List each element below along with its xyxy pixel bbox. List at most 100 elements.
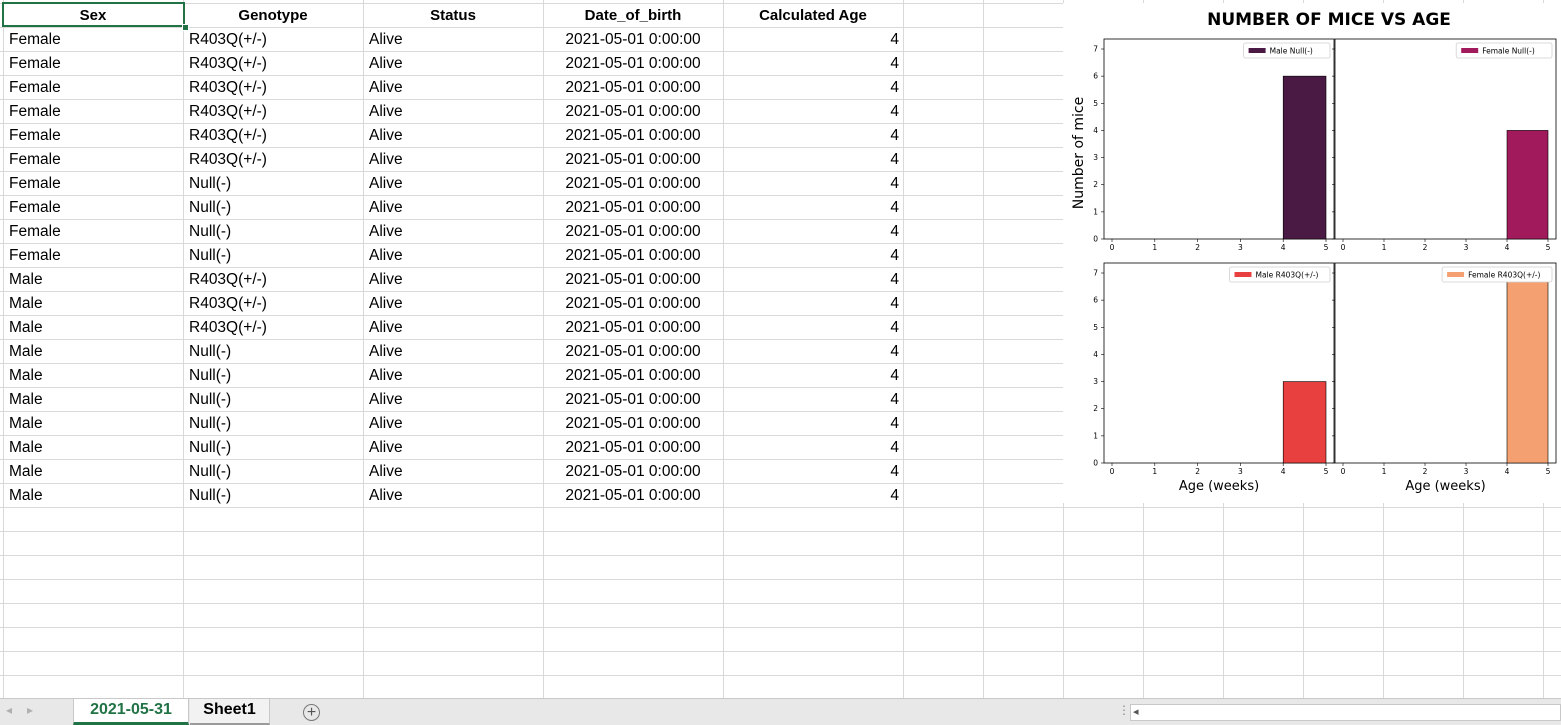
cell-sex[interactable]: Female: [9, 31, 61, 48]
cell-date-of-birth[interactable]: 2021-05-01 0:00:00: [565, 55, 701, 72]
header-cell-sex[interactable]: Sex: [79, 7, 107, 24]
cell-calculated-age[interactable]: 4: [890, 175, 899, 192]
cell-sex[interactable]: Female: [9, 79, 61, 96]
cell-genotype[interactable]: Null(-): [189, 247, 232, 264]
cell-sex[interactable]: Male: [9, 391, 43, 408]
prev-sheet-icon[interactable]: ◂: [6, 703, 13, 717]
cell-genotype[interactable]: R403Q(+/-): [189, 295, 267, 312]
cell-status[interactable]: Alive: [369, 151, 403, 168]
cell-genotype[interactable]: R403Q(+/-): [189, 31, 267, 48]
tab-sheet1[interactable]: Sheet1: [190, 699, 270, 725]
cell-date-of-birth[interactable]: 2021-05-01 0:00:00: [565, 247, 701, 264]
cell-sex[interactable]: Male: [9, 487, 43, 504]
cell-date-of-birth[interactable]: 2021-05-01 0:00:00: [565, 151, 701, 168]
cell-date-of-birth[interactable]: 2021-05-01 0:00:00: [565, 319, 701, 336]
cell-sex[interactable]: Female: [9, 151, 61, 168]
cell-calculated-age[interactable]: 4: [890, 247, 899, 264]
cell-date-of-birth[interactable]: 2021-05-01 0:00:00: [565, 127, 701, 144]
cell-genotype[interactable]: Null(-): [189, 367, 232, 384]
cell-status[interactable]: Alive: [369, 463, 403, 480]
cell-status[interactable]: Alive: [369, 295, 403, 312]
cell-calculated-age[interactable]: 4: [890, 31, 899, 48]
cell-status[interactable]: Alive: [369, 343, 403, 360]
cell-genotype[interactable]: R403Q(+/-): [189, 79, 267, 96]
cell-status[interactable]: Alive: [369, 367, 403, 384]
cell-genotype[interactable]: R403Q(+/-): [189, 271, 267, 288]
cell-sex[interactable]: Female: [9, 199, 61, 216]
cell-date-of-birth[interactable]: 2021-05-01 0:00:00: [565, 31, 701, 48]
cell-date-of-birth[interactable]: 2021-05-01 0:00:00: [565, 391, 701, 408]
header-cell-status[interactable]: Status: [430, 7, 476, 24]
cell-status[interactable]: Alive: [369, 31, 403, 48]
scroll-left-icon[interactable]: ◂: [1133, 706, 1139, 718]
cell-sex[interactable]: Female: [9, 223, 61, 240]
cell-date-of-birth[interactable]: 2021-05-01 0:00:00: [565, 79, 701, 96]
cell-date-of-birth[interactable]: 2021-05-01 0:00:00: [565, 199, 701, 216]
cell-date-of-birth[interactable]: 2021-05-01 0:00:00: [565, 223, 701, 240]
cell-date-of-birth[interactable]: 2021-05-01 0:00:00: [565, 271, 701, 288]
cell-sex[interactable]: Male: [9, 295, 43, 312]
cell-calculated-age[interactable]: 4: [890, 439, 899, 456]
cell-date-of-birth[interactable]: 2021-05-01 0:00:00: [565, 367, 701, 384]
cell-calculated-age[interactable]: 4: [890, 55, 899, 72]
cell-calculated-age[interactable]: 4: [890, 223, 899, 240]
cell-genotype[interactable]: Null(-): [189, 487, 232, 504]
cell-genotype[interactable]: Null(-): [189, 199, 232, 216]
cell-calculated-age[interactable]: 4: [890, 79, 899, 96]
cell-genotype[interactable]: R403Q(+/-): [189, 319, 267, 336]
cell-genotype[interactable]: R403Q(+/-): [189, 103, 267, 120]
cell-status[interactable]: Alive: [369, 103, 403, 120]
cell-calculated-age[interactable]: 4: [890, 271, 899, 288]
cell-sex[interactable]: Male: [9, 439, 43, 456]
cell-sex[interactable]: Male: [9, 343, 43, 360]
cell-genotype[interactable]: Null(-): [189, 343, 232, 360]
cell-sex[interactable]: Male: [9, 271, 43, 288]
cell-sex[interactable]: Female: [9, 175, 61, 192]
cell-status[interactable]: Alive: [369, 175, 403, 192]
cell-calculated-age[interactable]: 4: [890, 463, 899, 480]
cell-calculated-age[interactable]: 4: [890, 151, 899, 168]
cell-calculated-age[interactable]: 4: [890, 487, 899, 504]
cell-status[interactable]: Alive: [369, 271, 403, 288]
plus-circle-icon[interactable]: +: [303, 704, 320, 721]
active-cell-selection[interactable]: [2, 2, 185, 27]
cell-genotype[interactable]: Null(-): [189, 415, 232, 432]
cell-calculated-age[interactable]: 4: [890, 295, 899, 312]
cell-genotype[interactable]: Null(-): [189, 439, 232, 456]
cell-date-of-birth[interactable]: 2021-05-01 0:00:00: [565, 463, 701, 480]
cell-date-of-birth[interactable]: 2021-05-01 0:00:00: [565, 487, 701, 504]
cell-status[interactable]: Alive: [369, 487, 403, 504]
tab-2021-05-31[interactable]: 2021-05-31: [73, 699, 189, 725]
header-cell-calculated-age[interactable]: Calculated Age: [759, 7, 867, 24]
cell-status[interactable]: Alive: [369, 79, 403, 96]
cell-calculated-age[interactable]: 4: [890, 103, 899, 120]
cell-calculated-age[interactable]: 4: [890, 319, 899, 336]
cell-date-of-birth[interactable]: 2021-05-01 0:00:00: [565, 415, 701, 432]
cell-status[interactable]: Alive: [369, 439, 403, 456]
cell-sex[interactable]: Female: [9, 127, 61, 144]
cell-date-of-birth[interactable]: 2021-05-01 0:00:00: [565, 343, 701, 360]
cell-status[interactable]: Alive: [369, 55, 403, 72]
horizontal-scrollbar[interactable]: ◂: [1130, 704, 1561, 721]
cell-date-of-birth[interactable]: 2021-05-01 0:00:00: [565, 295, 701, 312]
fill-handle[interactable]: [182, 24, 189, 31]
cell-calculated-age[interactable]: 4: [890, 415, 899, 432]
cell-date-of-birth[interactable]: 2021-05-01 0:00:00: [565, 439, 701, 456]
cell-sex[interactable]: Male: [9, 415, 43, 432]
cell-calculated-age[interactable]: 4: [890, 127, 899, 144]
cell-date-of-birth[interactable]: 2021-05-01 0:00:00: [565, 103, 701, 120]
cell-sex[interactable]: Female: [9, 247, 61, 264]
cell-sex[interactable]: Female: [9, 103, 61, 120]
cell-status[interactable]: Alive: [369, 199, 403, 216]
cell-calculated-age[interactable]: 4: [890, 367, 899, 384]
header-cell-date-of-birth[interactable]: Date_of_birth: [584, 7, 682, 24]
cell-sex[interactable]: Male: [9, 319, 43, 336]
cell-status[interactable]: Alive: [369, 391, 403, 408]
cell-genotype[interactable]: Null(-): [189, 391, 232, 408]
cell-status[interactable]: Alive: [369, 415, 403, 432]
next-sheet-icon[interactable]: ▸: [27, 703, 34, 717]
cell-date-of-birth[interactable]: 2021-05-01 0:00:00: [565, 175, 701, 192]
cell-sex[interactable]: Female: [9, 55, 61, 72]
